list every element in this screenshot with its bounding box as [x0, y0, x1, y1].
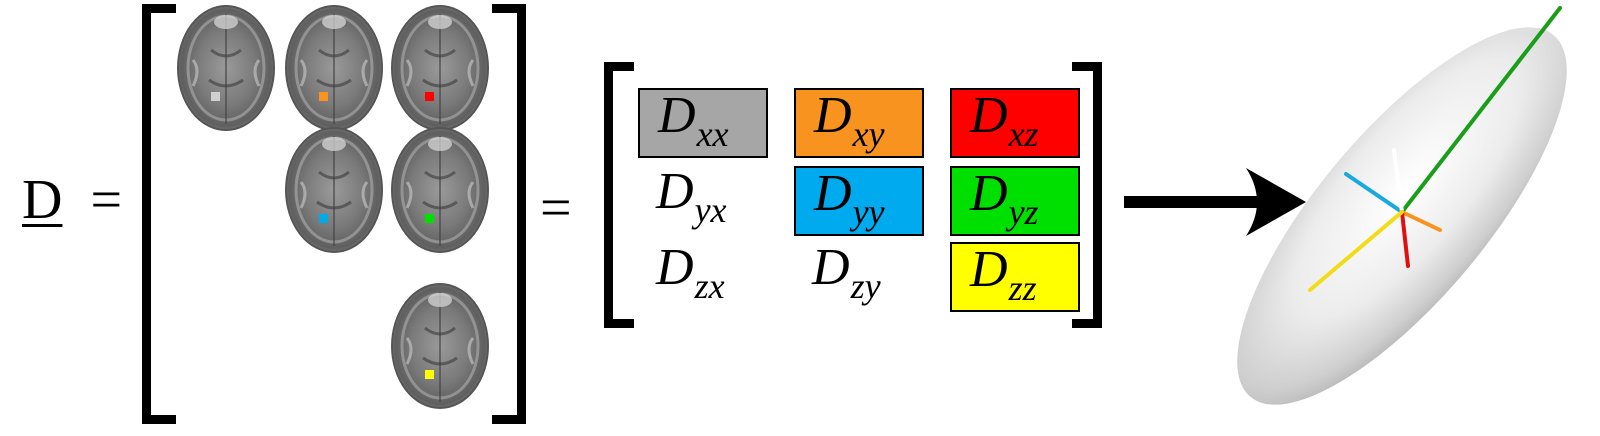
tensor-cell-label: Dyz — [970, 165, 1039, 232]
left-bracket-matrix — [604, 62, 634, 328]
eigenvector-blue — [1344, 172, 1404, 214]
tensor-cell-main: D — [656, 239, 694, 296]
tensor-cell-subscript: xz — [1008, 114, 1039, 154]
tensor-cell-subscript: zz — [1008, 268, 1037, 308]
brain-slice-image — [177, 5, 275, 131]
tensor-cell-subscript: yy — [852, 192, 885, 232]
right-bracket-matrix — [1072, 62, 1102, 328]
tensor-cell-xx: Dxx — [638, 88, 768, 158]
tensor-cell-xz: Dxz — [950, 88, 1080, 158]
voxel-marker — [319, 214, 328, 223]
brain-slice-image — [285, 5, 383, 131]
tensor-cell-main: D — [970, 87, 1008, 144]
left-bracket-brains — [142, 4, 176, 424]
brain-slice-image — [285, 127, 383, 253]
tensor-symbol-letter: D — [22, 169, 63, 231]
tensor-cell-yy: Dyy — [794, 166, 924, 236]
arrow-head — [1246, 168, 1306, 236]
right-bracket-brains — [492, 4, 526, 424]
tensor-cell-subscript: yx — [694, 190, 727, 230]
equals-sign-left: = — [90, 169, 123, 231]
tensor-cell-main: D — [970, 241, 1008, 298]
tensor-cell-subscript: yz — [1008, 192, 1039, 232]
equals-sign-right: = — [540, 177, 572, 239]
tensor-cell-label: Dxx — [658, 87, 729, 154]
eigenvector-primary — [1400, 6, 1562, 214]
tensor-cell-xy: Dxy — [794, 88, 924, 158]
tensor-cell-subscript: zx — [694, 266, 725, 306]
tensor-cell-label: Dyx — [656, 163, 727, 230]
voxel-marker — [425, 92, 434, 101]
tensor-cell-label: Dzx — [656, 239, 725, 306]
tensor-cell-subscript: xy — [852, 114, 885, 154]
tensor-cell-label: Dyy — [814, 165, 885, 232]
eigenvector-white — [1392, 148, 1404, 214]
voxel-marker — [425, 370, 434, 379]
tensor-cell-label: Dzz — [970, 241, 1037, 308]
tensor-cell-main: D — [970, 165, 1008, 222]
tensor-cell-main: D — [814, 165, 852, 222]
tensor-cell-subscript: zy — [850, 266, 881, 306]
tensor-cell-main: D — [658, 87, 696, 144]
eigenvector-yellow — [1308, 210, 1404, 292]
tensor-cell-zx: Dzx — [638, 242, 768, 312]
ellipsoid-body — [1237, 27, 1567, 405]
tensor-cell-main: D — [814, 87, 852, 144]
brain-slice-image — [391, 5, 489, 131]
tensor-cell-yx: Dyx — [638, 166, 768, 236]
tensor-cell-label: Dzy — [812, 239, 881, 306]
tensor-cell-label: Dxy — [814, 87, 885, 154]
voxel-marker — [319, 92, 328, 101]
tensor-cell-zz: Dzz — [950, 242, 1080, 312]
tensor-cell-label: Dxz — [970, 87, 1039, 154]
tensor-cell-subscript: xx — [696, 114, 729, 154]
voxel-marker — [425, 214, 434, 223]
brain-slice-image — [391, 283, 489, 409]
voxel-marker — [211, 92, 220, 101]
tensor-cell-yz: Dyz — [950, 166, 1080, 236]
tensor-cell-zy: Dzy — [794, 242, 924, 312]
tensor-cell-main: D — [812, 239, 850, 296]
tensor-cell-main: D — [656, 163, 694, 220]
eigenvector-red — [1400, 210, 1410, 268]
tensor-symbol: D = — [22, 172, 122, 228]
brain-slice-image — [391, 127, 489, 253]
eigenvector-orange — [1400, 210, 1442, 232]
